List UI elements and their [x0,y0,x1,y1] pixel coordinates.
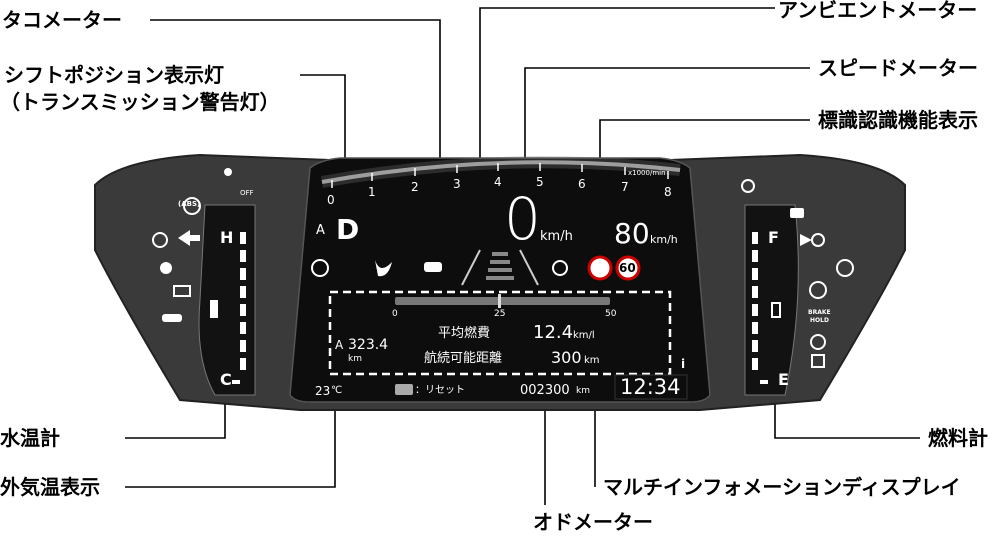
clock: 12:34 [620,375,681,399]
tacho-tick-label: 8 [664,185,672,199]
callout-water-temp: 水温計 [0,426,60,450]
mid-bar [395,297,610,305]
tacho-ticks [331,163,669,188]
tacho-tick-label: 0 [327,193,335,207]
callout-outside-temp: 外気温表示 [0,475,100,499]
vsa-off-icon: OFF [240,189,254,197]
avg-fuel-unit: km/l [573,330,595,341]
mid-bar-tick: 50 [605,309,617,319]
shift-gear: D [336,213,360,246]
tacho-unit: x1000/min [628,169,666,177]
range-value: 300 [551,348,582,367]
mid-bar-tick: 25 [494,309,506,319]
fuel-gauge-full: F [768,228,779,247]
range-unit: km [584,355,600,366]
tacho-tick-label: 4 [494,175,502,189]
speed-unit: km/h [540,229,573,244]
callout-shift-position-1: シフトポジション表示灯 [4,63,224,87]
ambient-leader [479,7,775,168]
odometer-value: 002300 [520,383,570,398]
odometer-unit: km [576,386,590,396]
outside-temp-value: 23 [315,384,331,398]
speed-leader [524,67,810,190]
tacho-arc [321,160,681,184]
limit-speed-unit: km/h [650,233,678,246]
fuel-gauge-segments [752,232,768,384]
callout-mid: マルチインフォメーションディスプレイ [603,475,961,499]
lane-stripes [486,252,514,280]
speed-value: 0 [504,185,541,253]
reset-icon [395,384,413,395]
fuel-gauge-panel [744,204,799,396]
tacho-tick-label: 1 [368,185,376,199]
outside-temp-unit: ℃ [331,385,343,396]
water-gauge-hot: H [220,228,234,247]
fuel-leader [774,402,920,439]
shift-auto-symbol: A [316,223,325,238]
lane-graphic [461,249,539,286]
avg-fuel-value: 12.4 [533,322,574,343]
fuel-gauge-empty: E [778,370,789,389]
tacho-tick-label: 2 [411,180,419,194]
tacho-tick-label: 5 [536,175,544,189]
sign-circle [587,255,613,281]
callout-tachometer: タコメーター [2,8,122,32]
water-gauge-cold: C [220,370,232,389]
sign-limit-value: 60 [619,261,636,275]
outside-temp-leader [125,400,336,488]
water-gauge-segments [232,232,246,384]
callout-fuel-gauge: 燃料計 [928,426,988,450]
abs-icon: (ABS) [178,200,201,208]
callout-ambient-meter: アンビエントメーター [778,0,978,22]
limit-speed-value: 80 [614,217,650,250]
tacho-tick-label: 3 [453,177,461,191]
callout-sign-recognition: 標識認識機能表示 [818,108,978,132]
tacho-tick-label: 7 [621,180,629,194]
callout-odometer: オドメーター [533,510,653,534]
tacho-tick-label: 6 [578,177,586,191]
avg-fuel-label: 平均燃費 [438,326,491,341]
range-label: 航続可能距離 [424,351,503,366]
mid-frame [328,290,672,376]
callout-speed-meter: スピードメーター [818,56,978,80]
tachometer-leader [150,19,441,167]
sign-limit-circle [615,255,641,281]
trip-unit: km [348,354,362,364]
mid-bar-tick: 0 [392,309,398,319]
trip-value: 323.4 [348,337,389,353]
reset-text: ：リセット [415,385,465,396]
brake-hold-icon-2: HOLD [810,317,829,324]
trip-label: A [335,338,344,352]
info-icon: i [681,357,686,371]
water-leader [125,402,226,439]
brake-hold-icon-1: BRAKE [808,309,831,316]
callout-shift-position-2: （トランスミッション警告灯） [0,90,280,114]
warning-lamps [152,168,854,368]
